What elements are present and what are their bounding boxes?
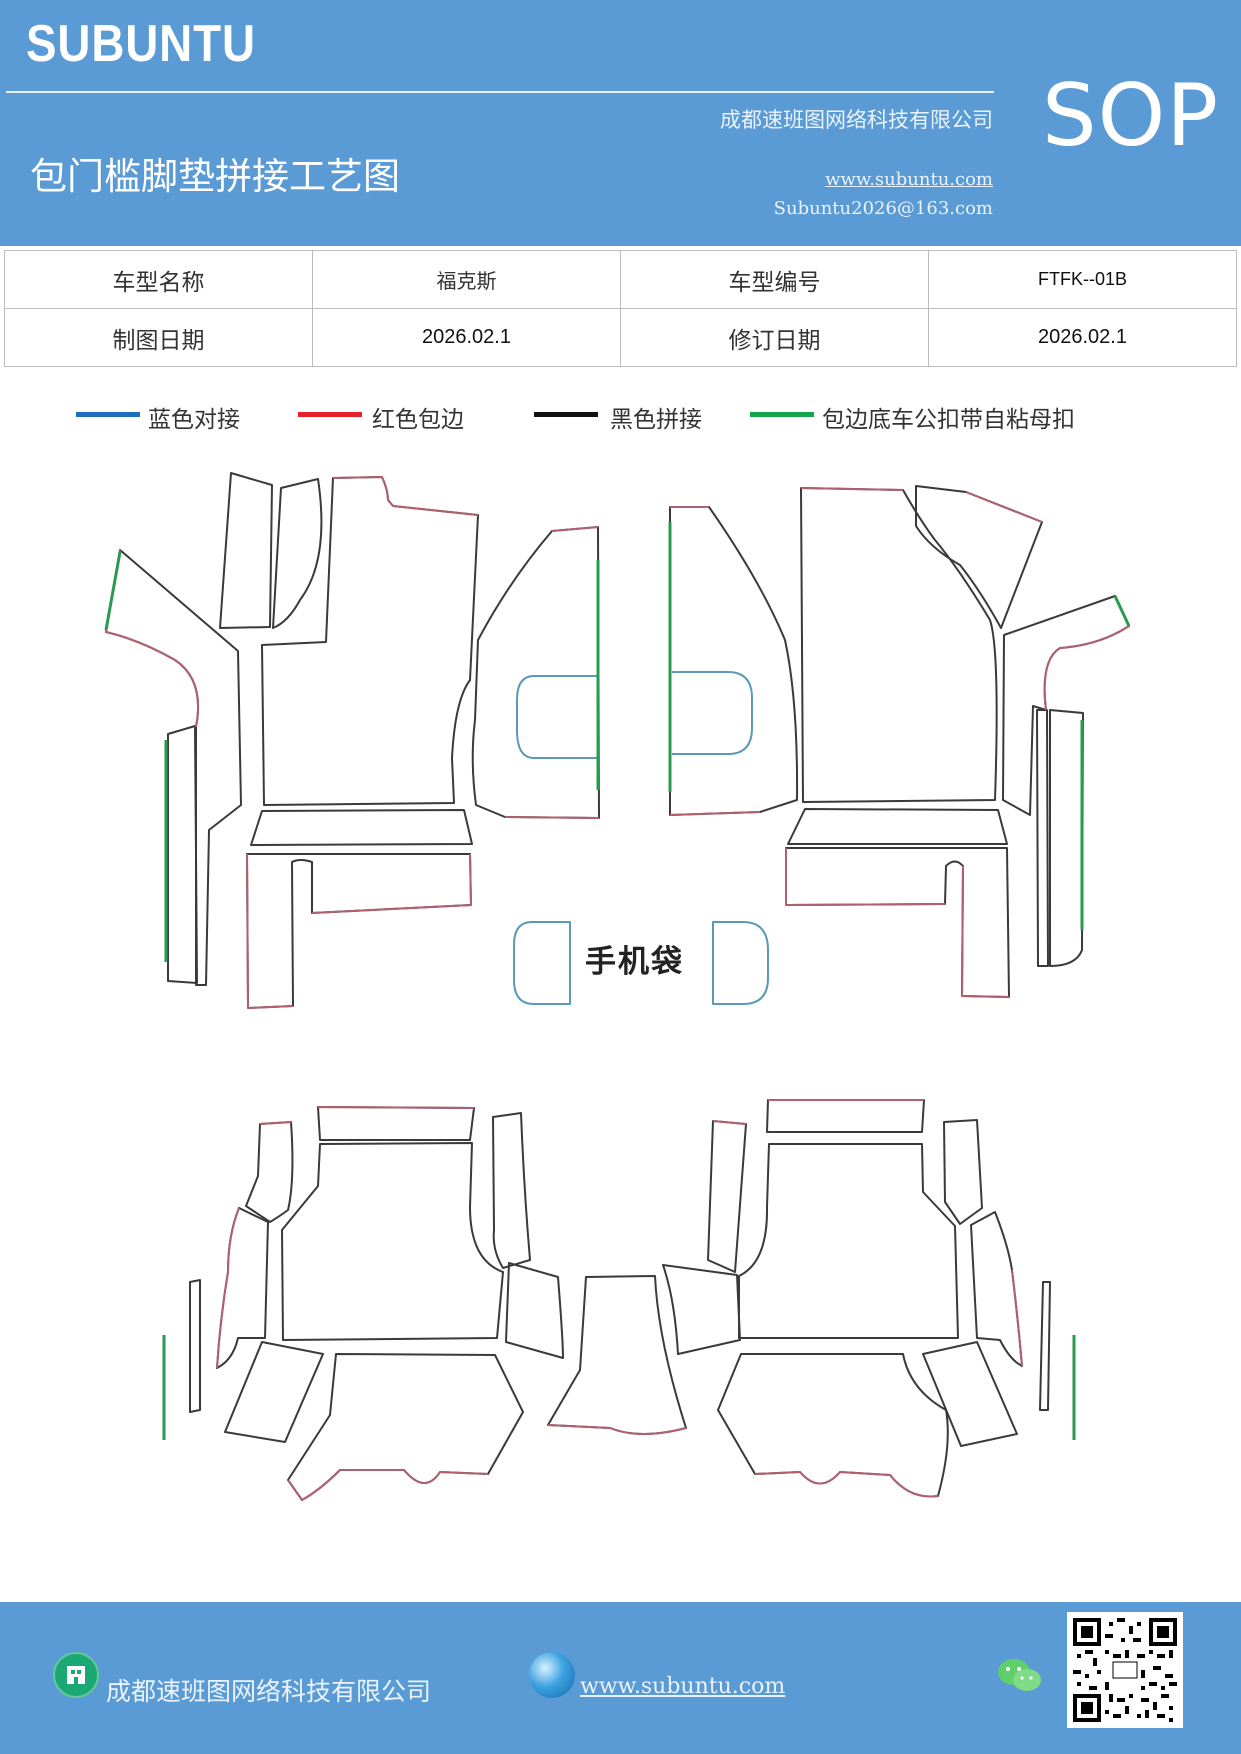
header-company: 成都速班图网络科技有限公司 (720, 108, 993, 132)
mat-piece (707, 1120, 747, 1273)
footer-company: 成都速班图网络科技有限公司 (106, 1677, 432, 1706)
draw-date-label: 制图日期 (4, 308, 313, 367)
edge-banding (800, 487, 904, 491)
phone-bag-label: 手机袋 (585, 944, 684, 980)
mat-piece (717, 1353, 949, 1498)
table-row: 制图日期 2026.02.1 修订日期 2026.02.1 (4, 308, 1237, 367)
edge-banding (551, 526, 599, 532)
model-code-value: FTFK--01B (928, 250, 1237, 309)
mat-piece (662, 1264, 741, 1355)
edge-banding (287, 1469, 489, 1501)
phone-pocket-piece (513, 921, 571, 1005)
mat-piece (245, 1121, 294, 1223)
pocket-piece (672, 671, 753, 755)
model-code-label: 车型编号 (620, 250, 929, 309)
phone-pocket-piece (712, 921, 769, 1005)
mat-piece (1049, 709, 1084, 967)
mat-piece (281, 1142, 504, 1341)
mat-piece (669, 506, 799, 816)
legend-swatch-red (298, 412, 362, 417)
mat-piece (224, 1341, 324, 1443)
edge-banding (669, 811, 761, 816)
mat-piece (1036, 709, 1049, 967)
edge-banding (332, 476, 479, 516)
edge-banding (105, 549, 200, 728)
mat-piece (505, 1262, 564, 1359)
brand-logo: SUBUNTU (26, 15, 256, 73)
mat-piece (287, 1353, 524, 1501)
edge-banding (961, 865, 1010, 998)
sop-badge: SOP (1042, 66, 1220, 166)
edge-banding (1043, 595, 1130, 711)
footer-website-link[interactable]: www.subuntu.com (580, 1674, 786, 1699)
draw-date-value: 2026.02.1 (312, 308, 621, 367)
mat-piece (800, 487, 998, 803)
pocket-piece (516, 675, 598, 759)
mat-piece (272, 478, 323, 629)
page-title: 包门槛脚垫拼接工艺图 (30, 155, 400, 198)
footer-banner: 成都速班图网络科技有限公司 www.subuntu.com (0, 1602, 1241, 1754)
legend-label: 黑色拼接 (610, 407, 702, 433)
revise-date-label: 修订日期 (620, 308, 929, 367)
mat-piece (167, 725, 198, 984)
mat-piece (922, 1341, 1018, 1447)
edge-banding (712, 1120, 747, 1125)
header-divider (6, 91, 994, 93)
mat-piece (738, 1143, 959, 1339)
edge-banding (216, 1207, 240, 1369)
mat-piece (189, 1279, 201, 1413)
mat-piece (246, 853, 472, 1009)
revise-date-value: 2026.02.1 (928, 308, 1237, 367)
wechat-icon[interactable] (996, 1654, 1044, 1698)
legend-label: 蓝色对接 (148, 407, 240, 433)
mat-piece (766, 1099, 925, 1133)
mat-piece (1039, 1281, 1051, 1411)
mat-piece (785, 847, 1010, 998)
edge-banding (259, 1121, 292, 1125)
mat-piece (547, 1275, 687, 1435)
header-website-link[interactable]: www.subuntu.com (825, 169, 993, 190)
edge-banding (754, 1471, 939, 1498)
building-icon (53, 1652, 99, 1698)
edge-banding (785, 848, 946, 906)
legend-swatch-green (750, 412, 814, 417)
globe-icon (529, 1652, 575, 1698)
mat-piece (1002, 595, 1130, 816)
mat-piece (471, 526, 600, 819)
model-name-value: 福克斯 (312, 250, 621, 309)
edge-banding (311, 853, 472, 914)
velcro-edge (104, 551, 122, 631)
edge-banding (317, 1106, 475, 1109)
mat-piece (915, 485, 1043, 629)
header-banner: SUBUNTU 成都速班图网络科技有限公司 包门槛脚垫拼接工艺图 www.sub… (0, 0, 1241, 246)
mat-piece (317, 1106, 475, 1141)
mat-piece (787, 808, 1008, 845)
mat-piece (261, 476, 479, 806)
mat-piece (219, 472, 273, 629)
edge-banding (504, 816, 600, 819)
edge-banding (965, 491, 1043, 523)
mat-piece (250, 809, 473, 846)
legend-label: 红色包边 (372, 407, 464, 433)
velcro-edge (1113, 595, 1131, 627)
edge-banding (246, 853, 294, 1009)
legend-swatch-black (534, 412, 598, 417)
mat-piece (492, 1112, 531, 1269)
mat-piece (943, 1119, 983, 1225)
header-email: Subuntu2026@163.com (773, 198, 993, 219)
qr-code (1067, 1612, 1183, 1728)
table-row: 车型名称 福克斯 车型编号 FTFK--01B (4, 250, 1237, 309)
info-table: 车型名称 福克斯 车型编号 FTFK--01B 制图日期 2026.02.1 修… (4, 250, 1237, 367)
edge-banding (547, 1424, 687, 1435)
legend-swatch-blue (76, 412, 140, 417)
model-name-label: 车型名称 (4, 250, 313, 309)
mat-layout-drawing (104, 472, 1131, 1501)
edge-banding (1011, 1269, 1023, 1367)
legend-label: 包边底车公扣带自粘母扣 (822, 407, 1075, 433)
